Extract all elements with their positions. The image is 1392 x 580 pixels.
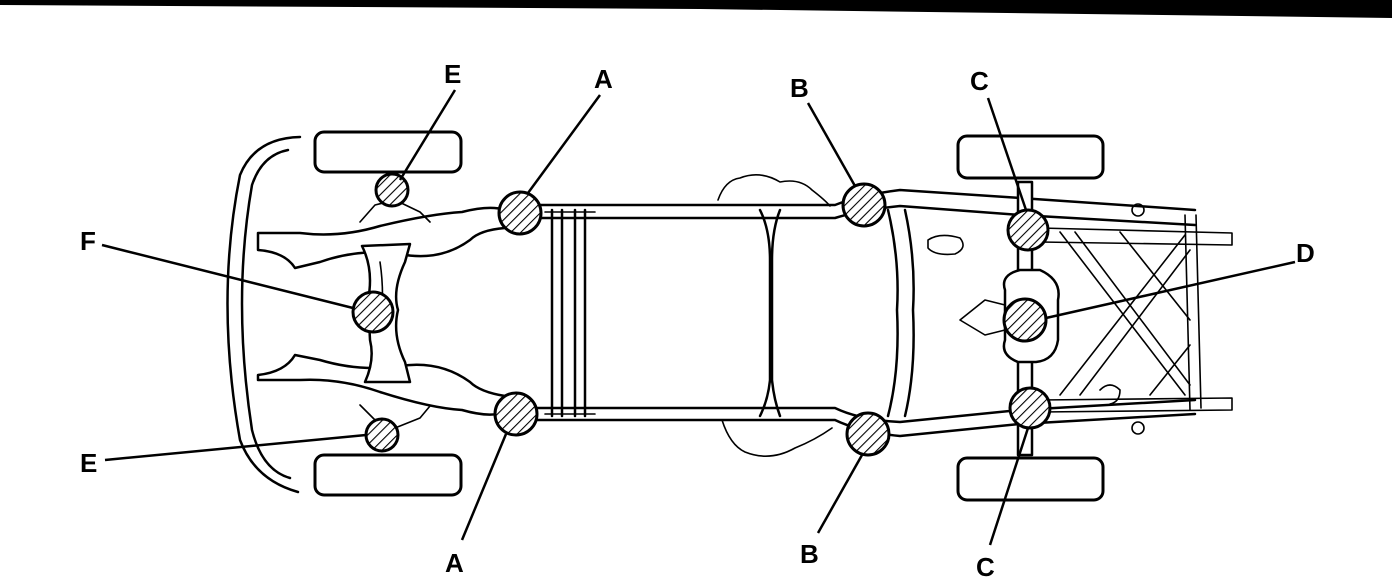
mount-e-left xyxy=(374,172,410,208)
callout-b-top: B xyxy=(790,73,809,103)
rear-right-tire xyxy=(956,456,1105,502)
frame-rails xyxy=(533,188,1233,438)
underbody-outlines xyxy=(717,174,833,457)
callout-e-top: E xyxy=(444,59,461,89)
rear-left-tire xyxy=(956,134,1105,180)
callout-f: F xyxy=(80,226,96,256)
mount-a-left xyxy=(497,190,543,236)
callout-labels: E A B C D F E A B C xyxy=(80,59,1315,580)
callout-e-bottom: E xyxy=(80,448,97,478)
top-border-bar xyxy=(0,0,1392,18)
mount-f xyxy=(351,290,395,334)
callout-a-bottom: A xyxy=(445,548,464,578)
callout-a-top: A xyxy=(594,64,613,94)
callout-d: D xyxy=(1296,238,1315,268)
mount-e-right xyxy=(364,417,400,453)
callout-c-top: C xyxy=(970,66,989,96)
crossmembers xyxy=(544,208,1202,418)
front-right-tire xyxy=(313,453,463,497)
mount-c-right xyxy=(1008,386,1052,430)
front-bumper xyxy=(226,135,302,494)
callout-b-bottom: B xyxy=(800,539,819,569)
mount-b-left xyxy=(841,182,887,228)
mount-d xyxy=(1002,297,1048,343)
front-frame-section xyxy=(256,199,507,429)
mount-b-right xyxy=(845,411,891,457)
leader-lines xyxy=(101,89,1296,546)
mounting-points xyxy=(351,172,1052,457)
mount-c-left xyxy=(1006,208,1050,252)
callout-c-bottom: C xyxy=(976,552,995,580)
front-left-tire xyxy=(313,130,463,174)
rear-bracing xyxy=(1059,203,1191,435)
mount-a-right xyxy=(493,391,539,437)
